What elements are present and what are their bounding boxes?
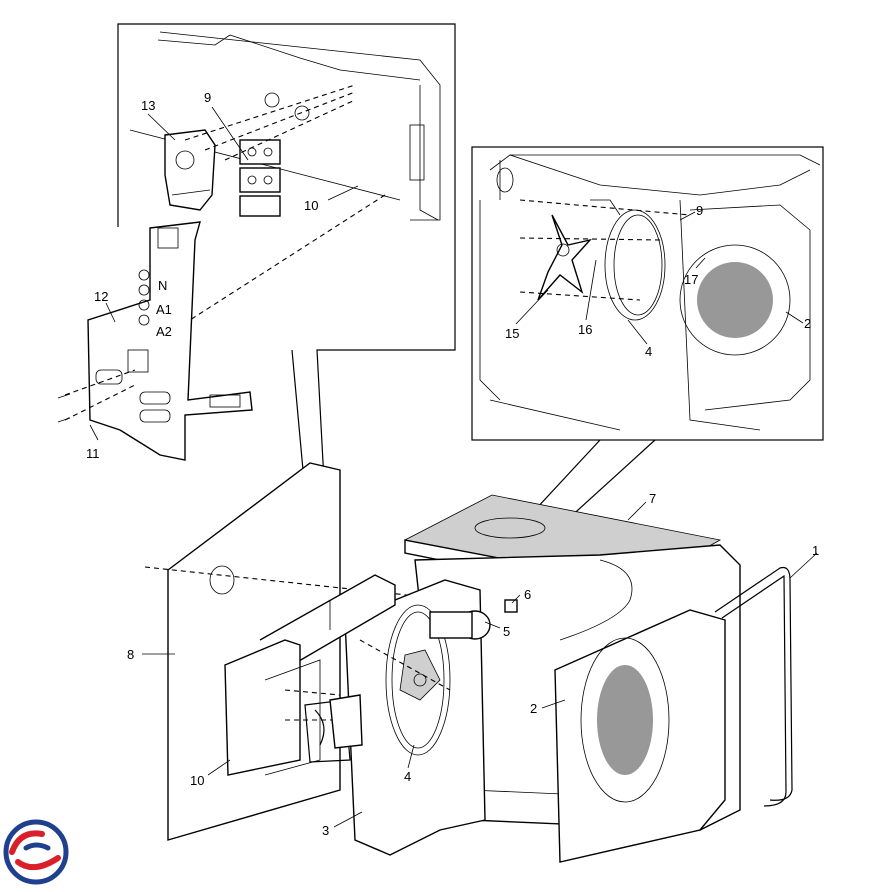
cover-10 (224, 639, 341, 776)
fan-motor-5 (429, 610, 491, 640)
callout-8: 8 (127, 647, 134, 662)
control-panel-12: N A1 A2 (57, 221, 253, 461)
callout-1: 1 (812, 543, 819, 558)
callout-2-inset: 2 (804, 316, 811, 331)
callout-10-inset: 10 (304, 198, 318, 213)
wire-bracket (304, 694, 363, 763)
callout-3: 3 (322, 823, 329, 838)
relay-block-9 (239, 139, 281, 217)
rear-plate-3 (344, 579, 518, 856)
callout-4-inset: 4 (645, 344, 652, 359)
callout-6: 6 (524, 587, 531, 602)
callout-9-right: 9 (696, 203, 703, 218)
gasket-1 (714, 566, 793, 807)
fan-15 (537, 214, 592, 301)
callout-16: 16 (578, 322, 592, 337)
callout-4-main: 4 (404, 769, 411, 784)
callout-10-main: 10 (190, 773, 204, 788)
callout-7: 7 (649, 491, 656, 506)
callout-15: 15 (505, 326, 519, 341)
panel-marking-n: N (158, 278, 167, 293)
panel-marking-a2: A2 (156, 324, 172, 339)
callout-9-inset: 9 (204, 90, 211, 105)
panel-marking-a1: A1 (156, 302, 172, 317)
callout-labels: 13 9 10 12 11 9 17 2 15 16 4 7 1 6 5 8 2… (86, 90, 819, 838)
bracket-13 (164, 129, 216, 211)
callout-5: 5 (503, 624, 510, 639)
callout-leaders (89, 106, 818, 828)
callout-13: 13 (141, 98, 155, 113)
callout-17: 17 (684, 272, 698, 287)
callout-2-main: 2 (530, 701, 537, 716)
inset-top-left (117, 23, 456, 613)
callout-12: 12 (94, 289, 108, 304)
inset-top-right (471, 146, 824, 441)
front-frame-2 (554, 609, 726, 863)
brand-logo (3, 819, 69, 885)
callout-11: 11 (86, 446, 100, 461)
part-6 (504, 599, 518, 613)
